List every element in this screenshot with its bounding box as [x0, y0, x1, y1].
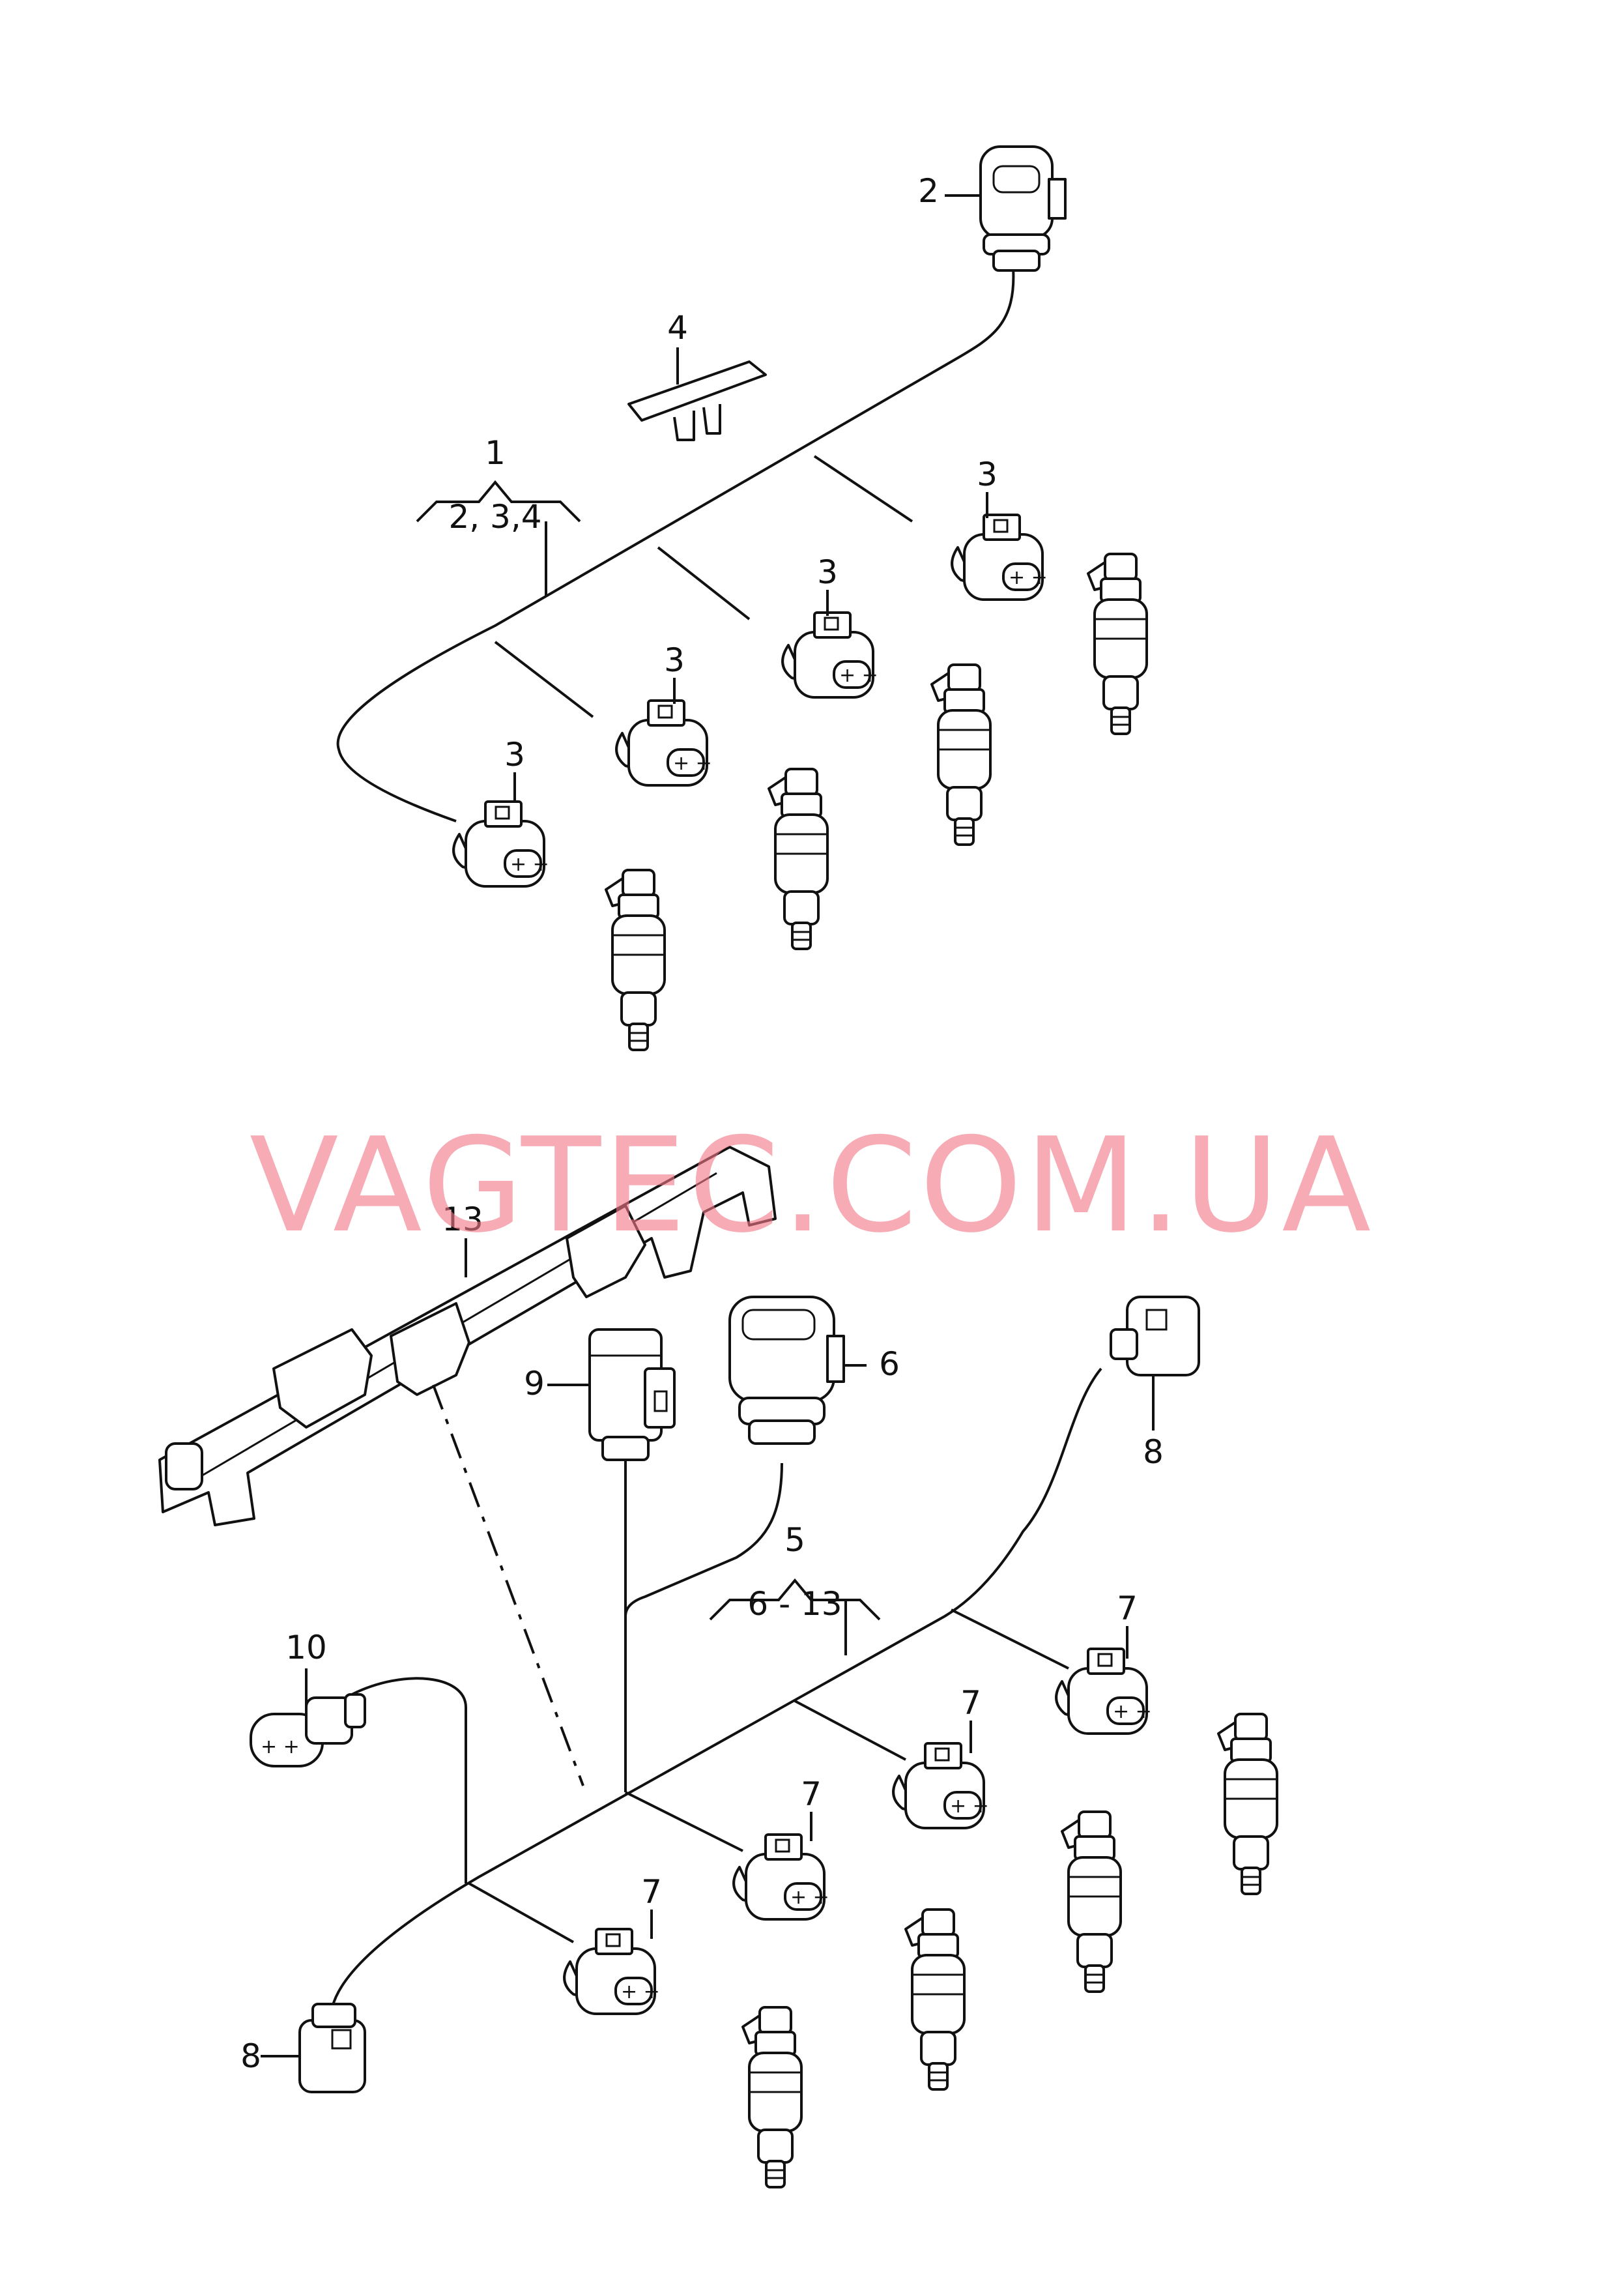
label-connector-9: 9 — [524, 1365, 545, 1402]
watermark: VAGTEC.COM.UA — [249, 1110, 1374, 1262]
label-bottom-connector-7-c: 7 — [801, 1775, 822, 1813]
label-top-connector-3-c: 3 — [664, 641, 685, 679]
label-connector-2: 2 — [918, 172, 939, 210]
bottom-injectors — [741, 1713, 1278, 2188]
label-bottom-group-number: 5 — [784, 1521, 805, 1559]
top-callout-lines — [416, 194, 988, 802]
label-clip-4: 4 — [667, 309, 688, 347]
bottom-harness-wires — [331, 1367, 1102, 2008]
top-harness-wires — [336, 267, 1015, 822]
label-bottom-connector-7-d: 7 — [641, 1873, 662, 1911]
label-rail-13: 13 — [442, 1200, 483, 1238]
label-connector-8-left: 8 — [240, 2037, 261, 2075]
label-connector-6: 6 — [879, 1345, 900, 1383]
bottom-connector-8-right — [1110, 1296, 1200, 1376]
bottom-connector-8-left — [298, 2003, 366, 2093]
top-injectors — [605, 553, 1148, 1051]
top-clip-4 — [627, 360, 767, 441]
label-top-connector-3-d: 3 — [504, 736, 525, 774]
label-bottom-group-children: 6 - 13 — [747, 1585, 842, 1623]
bottom-connector-9 — [588, 1328, 676, 1461]
label-top-connector-3-a: 3 — [977, 456, 998, 493]
label-top-group-children: 2, 3,4 — [448, 498, 541, 536]
bottom-callout-lines — [261, 1238, 1155, 2057]
label-top-connector-3-b: 3 — [817, 553, 838, 591]
bottom-connector-6 — [728, 1296, 845, 1445]
label-connector-8-right: 8 — [1143, 1433, 1164, 1471]
label-bottom-connector-7-a: 7 — [1117, 1590, 1138, 1627]
svg-text:+ +: + + — [261, 1736, 300, 1758]
bottom-sensor-10: + + — [250, 1693, 366, 1767]
label-sensor-10: 10 — [285, 1629, 327, 1666]
bottom-rail-13 — [158, 1146, 777, 1526]
label-top-group-number: 1 — [485, 434, 506, 472]
top-connector-2 — [979, 145, 1067, 272]
label-bottom-connector-7-b: 7 — [960, 1684, 981, 1722]
